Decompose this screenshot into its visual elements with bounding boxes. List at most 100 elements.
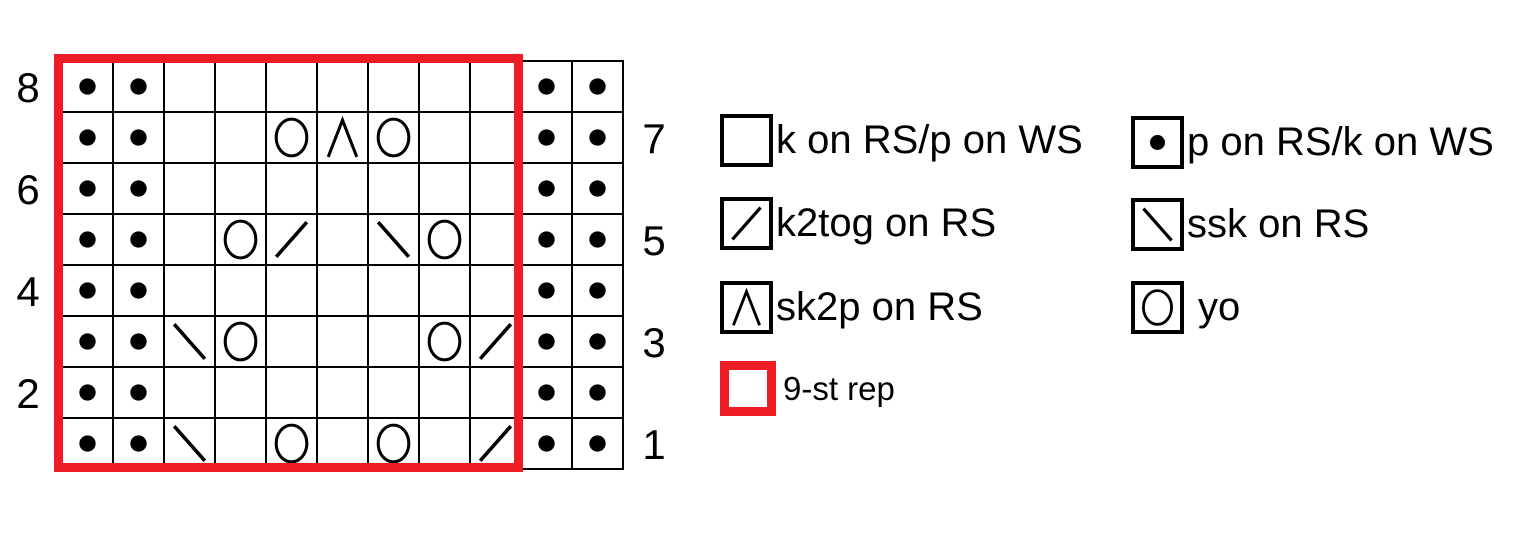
sk2p-cell <box>317 112 368 163</box>
sk2p-icon <box>732 287 761 326</box>
knit-cell <box>164 61 215 112</box>
knit-cell <box>164 112 215 163</box>
yarn-over-icon <box>376 117 411 158</box>
legend-label-purl: p on RS/k on WS <box>1187 120 1494 164</box>
purl-dot-icon <box>79 78 96 95</box>
ssk-cell <box>368 214 419 265</box>
yarn-over-icon <box>427 219 462 260</box>
legend-label-repeat: 9-st rep <box>783 369 895 407</box>
purl-dot-icon <box>589 231 606 248</box>
knit-cell <box>215 163 266 214</box>
legend-item-sk2p: sk2p on RS <box>720 281 983 334</box>
knit-cell <box>419 112 470 163</box>
row-number-7: 7 <box>642 115 666 162</box>
purl-dot-icon <box>79 231 96 248</box>
knit-cell <box>419 418 470 469</box>
k2tog-icon <box>478 322 513 361</box>
row-number-4: 4 <box>16 268 40 315</box>
p-cell <box>572 265 623 316</box>
yo-cell <box>419 214 470 265</box>
purl-dot-icon <box>130 180 147 197</box>
knit-cell <box>215 61 266 112</box>
legend-item-ssk: ssk on RS <box>1131 198 1369 251</box>
purl-dot-icon <box>79 435 96 452</box>
ssk-icon <box>376 220 411 259</box>
p-cell <box>62 265 113 316</box>
purl-dot-icon <box>130 435 147 452</box>
p-cell <box>521 163 572 214</box>
p-cell <box>62 112 113 163</box>
p-cell <box>521 265 572 316</box>
knit-cell <box>215 265 266 316</box>
knit-cell <box>470 112 521 163</box>
legend-item-repeat: 9-st rep <box>720 361 895 416</box>
knit-cell <box>266 163 317 214</box>
p-cell <box>572 316 623 367</box>
p-cell <box>572 214 623 265</box>
ssk-icon <box>1142 207 1173 242</box>
yarn-over-icon <box>427 321 462 362</box>
knitting-chart <box>54 54 624 472</box>
yo-cell <box>266 112 317 163</box>
purl-dot-icon <box>538 180 555 197</box>
purl-dot-icon <box>79 384 96 401</box>
yarn-over-icon <box>274 117 309 158</box>
p-cell <box>113 163 164 214</box>
purl-dot-icon <box>589 78 606 95</box>
p-cell <box>572 163 623 214</box>
purl-dot-icon <box>130 333 147 350</box>
knit-cell <box>419 367 470 418</box>
purl-dot-icon <box>1150 135 1165 150</box>
purl-dot-icon <box>79 333 96 350</box>
knit-cell <box>368 316 419 367</box>
purl-dot-icon <box>130 282 147 299</box>
p-cell <box>113 214 164 265</box>
p-cell <box>113 418 164 469</box>
knit-cell <box>470 61 521 112</box>
yo-cell <box>266 418 317 469</box>
purl-dot-icon <box>79 129 96 146</box>
knit-cell <box>164 367 215 418</box>
p-cell <box>521 112 572 163</box>
k2tog-cell <box>470 418 521 469</box>
row-number-3: 3 <box>642 319 666 366</box>
purl-dot-icon <box>538 333 555 350</box>
yarn-over-icon <box>1131 281 1184 334</box>
sk2p-icon <box>326 115 359 158</box>
ssk-cell <box>164 316 215 367</box>
purl-dot-icon <box>130 384 147 401</box>
yo-cell <box>368 112 419 163</box>
yo-cell <box>368 418 419 469</box>
purl-dot-icon <box>589 180 606 197</box>
purl-dot-icon <box>79 282 96 299</box>
knit-cell <box>215 418 266 469</box>
legend-label-ssk: ssk on RS <box>1187 202 1370 246</box>
p-cell <box>62 214 113 265</box>
knit-cell <box>419 265 470 316</box>
purl-dot-icon <box>130 129 147 146</box>
legend-item-k2tog: k2tog on RS <box>720 197 996 250</box>
k2tog-icon <box>478 424 513 463</box>
row-number-5: 5 <box>642 217 666 264</box>
purl-dot-icon <box>538 282 555 299</box>
k2tog-icon <box>731 206 762 241</box>
purl-dot-icon <box>538 78 555 95</box>
purl-dot-icon <box>538 435 555 452</box>
purl-dot-icon <box>538 129 555 146</box>
knit-cell <box>164 265 215 316</box>
yarn-over-icon <box>223 219 258 260</box>
p-cell <box>572 61 623 112</box>
yo-cell <box>215 214 266 265</box>
p-cell <box>62 316 113 367</box>
knit-cell <box>317 418 368 469</box>
knit-square-icon <box>720 114 773 167</box>
yarn-over-icon <box>274 423 309 464</box>
yarn-over-icon <box>223 321 258 362</box>
knit-cell <box>266 265 317 316</box>
knit-cell <box>317 163 368 214</box>
p-cell <box>572 418 623 469</box>
knit-cell <box>164 214 215 265</box>
p-cell <box>113 61 164 112</box>
ssk-icon <box>172 322 207 361</box>
